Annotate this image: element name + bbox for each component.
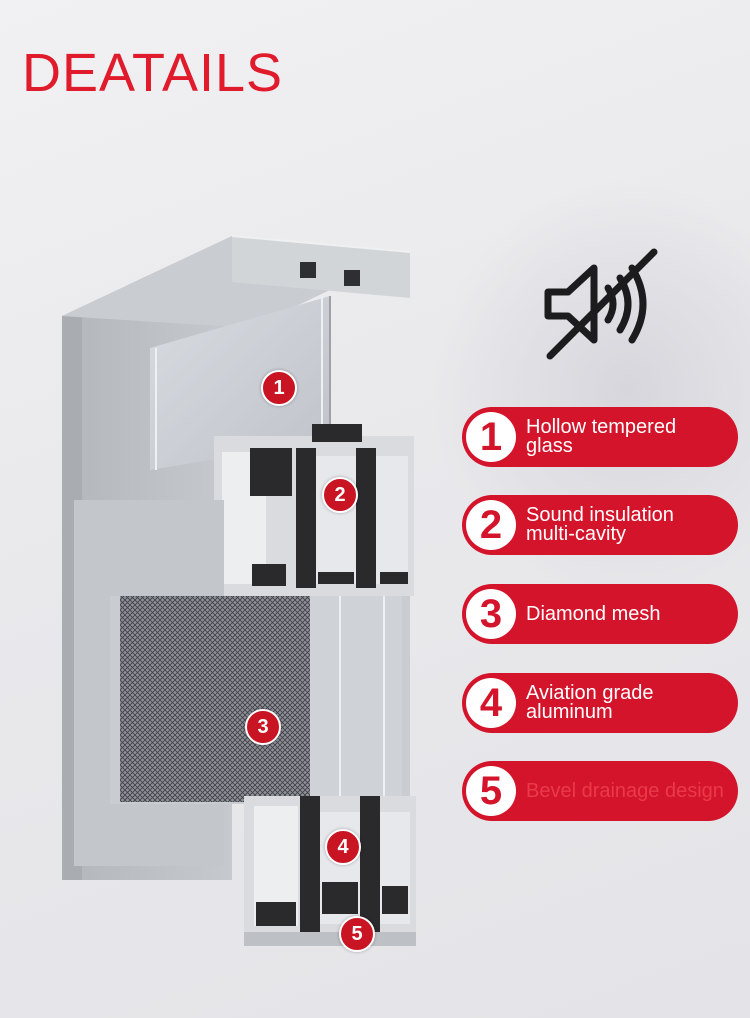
speaker-muted-icon: [544, 248, 658, 360]
feature-4-label: Aviation grade aluminum: [526, 682, 654, 723]
marker-1: 1: [261, 370, 297, 406]
marker-3: 3: [245, 709, 281, 745]
feature-3-label: Diamond mesh: [526, 602, 661, 625]
feature-5: 5 Bevel drainage design: [462, 761, 738, 821]
feature-4-number: 4: [466, 678, 516, 728]
window-profile-image: [62, 235, 416, 946]
feature-5-label: Bevel drainage design: [526, 779, 724, 802]
page-title: DEATAILS: [22, 43, 284, 103]
feature-1-label: Hollow tempered glass: [526, 416, 677, 457]
feature-2-label: Sound insulation multi-cavity: [526, 504, 674, 545]
feature-2: 2 Sound insulation multi-cavity: [462, 495, 738, 555]
feature-4: 4 Aviation grade aluminum: [462, 673, 738, 733]
feature-3-number: 3: [466, 589, 516, 639]
marker-4: 4: [325, 829, 361, 865]
marker-5: 5: [339, 916, 375, 952]
feature-5-number: 5: [466, 766, 516, 816]
feature-2-number: 2: [466, 500, 516, 550]
feature-3: 3 Diamond mesh: [462, 584, 738, 644]
feature-1: 1 Hollow tempered glass: [462, 407, 738, 467]
feature-1-number: 1: [466, 412, 516, 462]
marker-2: 2: [322, 477, 358, 513]
